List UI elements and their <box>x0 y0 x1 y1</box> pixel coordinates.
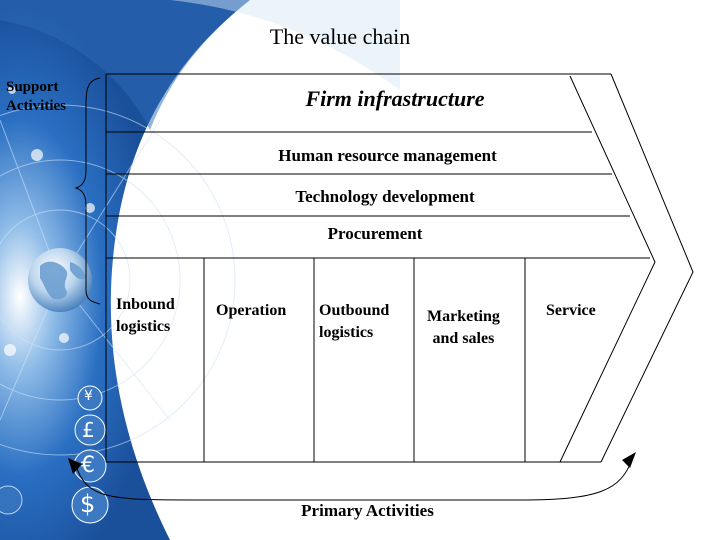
page-title: The value chain <box>269 24 411 49</box>
currency-symbol-yen: ¥ <box>84 388 93 404</box>
procurement-label: Procurement <box>327 224 423 243</box>
technology-development-label: Technology development <box>295 187 475 206</box>
inbound-line: logistics <box>116 318 171 335</box>
firm-infrastructure-label: Firm infrastructure <box>305 86 485 111</box>
currency-symbol-dollar: $ <box>80 490 96 518</box>
support-bracket <box>74 77 101 305</box>
outbound-line: logistics <box>319 324 374 341</box>
support-label-line: Support <box>6 79 59 95</box>
currency-symbol-euro: € <box>81 453 95 478</box>
service-label: Service <box>546 302 596 319</box>
margin-arrow-outer <box>600 73 694 463</box>
inbound-logistics-label: Inbound logistics <box>116 294 175 338</box>
primary-activities-label: Primary Activities <box>301 501 434 520</box>
margin-arrow-inner <box>559 75 656 463</box>
outbound-logistics-label: Outbound logistics <box>319 300 389 344</box>
marketing-line: and sales <box>432 330 495 347</box>
marketing-line: Marketing <box>427 308 500 325</box>
outbound-line: Outbound <box>319 302 390 319</box>
operation-label: Operation <box>216 302 287 319</box>
human-resource-management-label: Human resource management <box>278 146 497 165</box>
primary-arrowhead-right <box>622 452 636 468</box>
currency-symbol-pound: £ <box>82 418 95 442</box>
primary-arrowhead-left <box>68 458 82 474</box>
marketing-and-sales-label: Marketing and sales <box>427 306 500 350</box>
support-activities-label: Support Activities <box>6 78 66 116</box>
primary-bracket-curve <box>74 459 633 501</box>
support-label-line: Activities <box>6 98 66 114</box>
inbound-line: Inbound <box>116 296 175 313</box>
